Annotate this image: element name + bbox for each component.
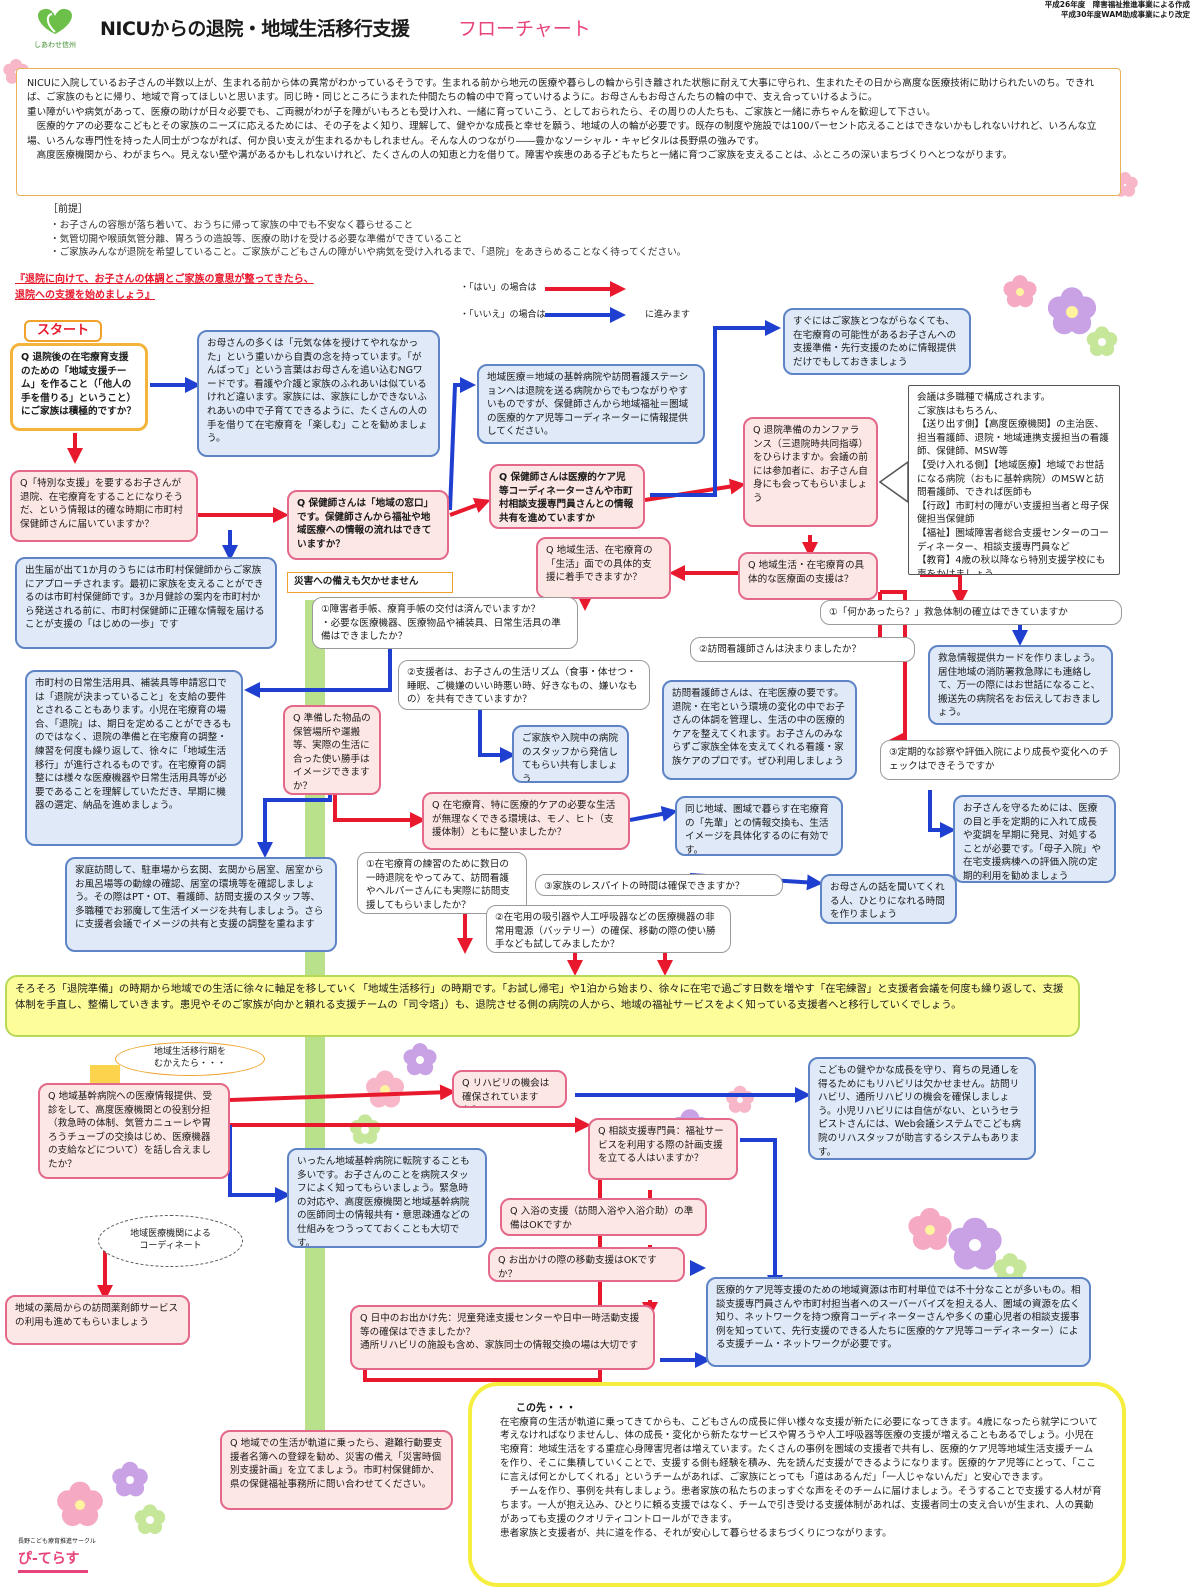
legend-no: ・「いいえ」の場合は [460,309,546,321]
flower-icon [57,1482,103,1526]
note-mother-support: お母さんの多くは「元気な体を授けてやれなかった」という重いから自責の念を持ってい… [197,330,440,457]
question-family-team: Q 退院後の在宅療育支援のための「地域支援チーム」を作ること（「他人の手を借りる… [10,343,148,431]
note-transfer-hospital: いったん地域基幹病院に転院することも多いです。お子さんのことを病院スタッフによく… [287,1148,487,1248]
footer-line [18,1570,88,1573]
transition-banner: そろそろ「退院準備」の時期から地域での生活に徐々に軸足を移していく「地域生活移行… [5,975,1080,1037]
footer-circle: 長野こども療育推進サークル [18,1538,96,1546]
question-day-activity: Q 日中のお出かけ先：児童発達支援センターや日中一時活動支援等の確保はできました… [350,1305,655,1370]
question-nurse-window: Q 保健師さんは「地域の窓口」です。保健師さんから福祉や地域医療への情報の流れは… [287,490,449,560]
bubble-transition-period: 地域生活移行期を むかえたら・・・ [115,1042,265,1076]
flower-icon [112,1462,148,1497]
flower-icon [135,1504,165,1534]
question-environment: Q 在宅療育、特に医療的ケアの必要な生活が無理なくできる環境は、モノ、ヒト（支援… [422,792,630,850]
future-title: この先・・・ [516,1402,1102,1416]
question-disaster-plan: Q 地域での生活が軌道に乗ったら、避難行動要支援者名簿への登録を勧め、災害の備え… [220,1430,453,1510]
question-conference: Q 退院準備のカンファランス（三退院時共同指導）をひらけますか。会議の前には参加… [743,417,878,527]
bubble-local-coordinate: 地域医療機関による コーディネート [98,1215,243,1267]
page-subtitle: フローチャート [458,17,591,43]
intro-text: NICUに入院しているお子さんの半数以上が、生まれる前から体の異常がわかっている… [16,68,1121,196]
note-community-care: 地域医療＝地域の基幹病院や訪問看護ステーションへは退院を送る病院からでもつながり… [477,364,705,444]
page-title: NICUからの退院・地域生活移行支援 [100,17,409,43]
future-body: 在宅療育の生活が軌道に乗ってきてからも、こどもさんの成長に伴い様々な支援が新たに… [500,1416,1102,1541]
callout-pointer [878,460,910,504]
flower-icon [366,1071,404,1108]
note-rehab: こどもの健やかな成長を守り、育ちの見通しを得るためにもリハビリは欠かせません。訪… [808,1057,1036,1160]
flower-icon [1003,275,1036,307]
premise-item: ・ご家族みんなが退院を希望していること。ご家族がこどもさんの障がいや病気を受け入… [50,246,686,260]
note-mother-time: お母さんの話を聞いてくれる人、ひとりになれる時間を作りましょう [820,874,957,924]
question-mobility: Q お出かけの際の移動支援はOKですか？ [488,1247,685,1282]
note-senior-families: 同じ地域、圏域で暮らす在宅療育の「先輩」との情報交換も、生活イメージを具体化する… [675,796,843,856]
question-base-hospital: Q 地域基幹病院への医療情報提供、受診をして、高度医療機関との役割分担（救急時の… [38,1083,230,1179]
flower-icon [726,1086,754,1113]
question-respite: ③家族のレスパイトの時間は確保できますか？ [535,874,783,896]
flower-icon [1048,287,1096,334]
question-checkups: ③定期的な診察や評価入院により成長や変化へのチェックはできそうですか [880,740,1120,780]
question-visiting-nurse: ②訪問看護師さんは決まりましたか？ [690,637,915,662]
question-power-backup: ②在宅用の吸引器や人工呼吸器などの医療機器の非常用電源（バッテリー）の確保、移動… [486,905,731,953]
credit-1: 平成26年度 障害福祉推進事業による作成 [900,0,1190,10]
note-conference-members: 会議は多職種で構成されます。 ご家族はもちろん、 【送り出す側】【高度医療機関】… [908,385,1120,575]
credits: 平成26年度 障害福祉推進事業による作成 平成30年度WAM助成事業により改定 [900,0,1190,20]
question-coordinator: Q 保健師さんは医療的ケア児等コーディネーターさんや市町村相談支援専門員さんとの… [489,464,645,529]
logo: しあわせ信州 [30,6,80,44]
node-text: Q 退院後の在宅療育支援のための「地域支援チーム」を作ること（「他人の手を借りる… [21,352,136,417]
question-daily-life: Q 地域生活、在宅療育の「生活」面での具体的支援に着手できますか？ [536,537,671,599]
note-emergency-card: 救急情報提供カードを作りましょう。居住地域の消防署救急隊にも連絡して、万一の際に… [928,645,1113,725]
question-rehab: Q リハビリの機会は確保されていますか？ [452,1070,567,1108]
legend-yes: ・「はい」の場合は [460,282,537,294]
question-storage: Q 準備した物品の保管場所や運搬等、実際の生活に合った使い勝手はイメージできます… [283,705,381,795]
question-info-to-nurse: Q「特別な支援」を要するお子さんが退院、在宅療育をすることになりそうだ、という情… [10,470,198,542]
note-regional-network: 医療的ケア児等支援のための地域資源は市町村単位では不十分なことが多いもの。相談支… [706,1277,1091,1367]
slogan: 『退院に向けて、お子さんの体調とご家族の意思が整ってきたら、 退院への支援を始め… [15,272,435,303]
disaster-label: 災害への備えも欠かせません [287,572,453,593]
footer-logo: ぴ-てらす [18,1550,80,1569]
note-share-family: ご家族や入院中の病院のスタッフから発信してもらい共有しましょう [512,725,629,783]
flower-icon [948,1218,1001,1270]
question-medical-support: Q 地域生活・在宅療育の具体的な医療面の支援は？ [738,552,878,600]
flower-icon [403,1043,436,1075]
future-box: この先・・・ 在宅療育の生活が軌道に乗ってきてからも、こどもさんの成長に伴い様々… [468,1382,1126,1587]
question-consultant: Q 相談支援専門員：福祉サービスを利用する際の計画支援を立てる人はいますか？ [588,1118,738,1180]
question-bathing: Q 入浴の支援（訪問入浴や入浴介助）の準備はOKですか [500,1198,707,1236]
note-evaluation-admission: お子さんを守るためには、医療の目と手を定期的に入れて成長や変調を早期に発見、対処… [953,795,1116,883]
question-handbook: ①障害者手帳、療育手帳の交付は済んでいますか？ ・必要な医療機器、医療物品や補装… [312,597,578,649]
logo-text: しあわせ信州 [30,41,80,50]
premise-item: ・お子さんの容態が落ち着いて、おうちに帰って家族の中でも不安なく暮らせること [50,219,686,233]
note-first-step: 出生届が出て1か月のうちには市町村保健師からご家族にアプローチされます。最初に家… [15,557,277,649]
question-life-rhythm: ②支援者は、お子さんの生活リズム（食事・体せつ・睡眠、ご機嫌のいい時悪い時、好き… [398,660,650,710]
note-advance-support: すぐにはご家族とつながらなくても、在宅療育の可能性があるお子さんへの支援準備・先… [783,308,971,375]
note-pharmacy: 地域の薬局からの訪問薬剤師サービスの利用も進めてもらいましょう [5,1295,190,1345]
legend-suffix: に進みます [645,309,690,321]
note-visiting-nurse: 訪問看護師さんは、在宅医療の要です。退院・在宅という環境の変化の中でお子さんの体… [662,680,857,780]
credit-2: 平成30年度WAM助成事業により改定 [900,10,1190,20]
flower-icon [350,1114,380,1144]
note-home-visit: 家庭訪問して、駐車場から玄関、玄関から居室、居室からお風呂場等の動線の確認、居室… [65,857,337,952]
premise-item: ・気管切開や喉頭気管分離、胃ろうの造設等、医療の助けを受ける必要な準備ができてい… [50,233,686,247]
question-emergency: ①「何かあったら？」救急体制の確立はできていますか [820,600,1122,625]
note-equipment-application: 市町村の日常生活用具、補装具等申請窓口では「退院が決まっていること」を支給の要件… [25,670,243,846]
premise-list: ・お子さんの容態が落ち着いて、おうちに帰って家族の中でも不安なく暮らせること ・… [50,219,686,260]
premise-heading: ［前提］ [48,203,88,217]
start-label: スタート [24,320,102,342]
flower-icon [1087,326,1117,356]
flower-icon [908,1208,951,1250]
